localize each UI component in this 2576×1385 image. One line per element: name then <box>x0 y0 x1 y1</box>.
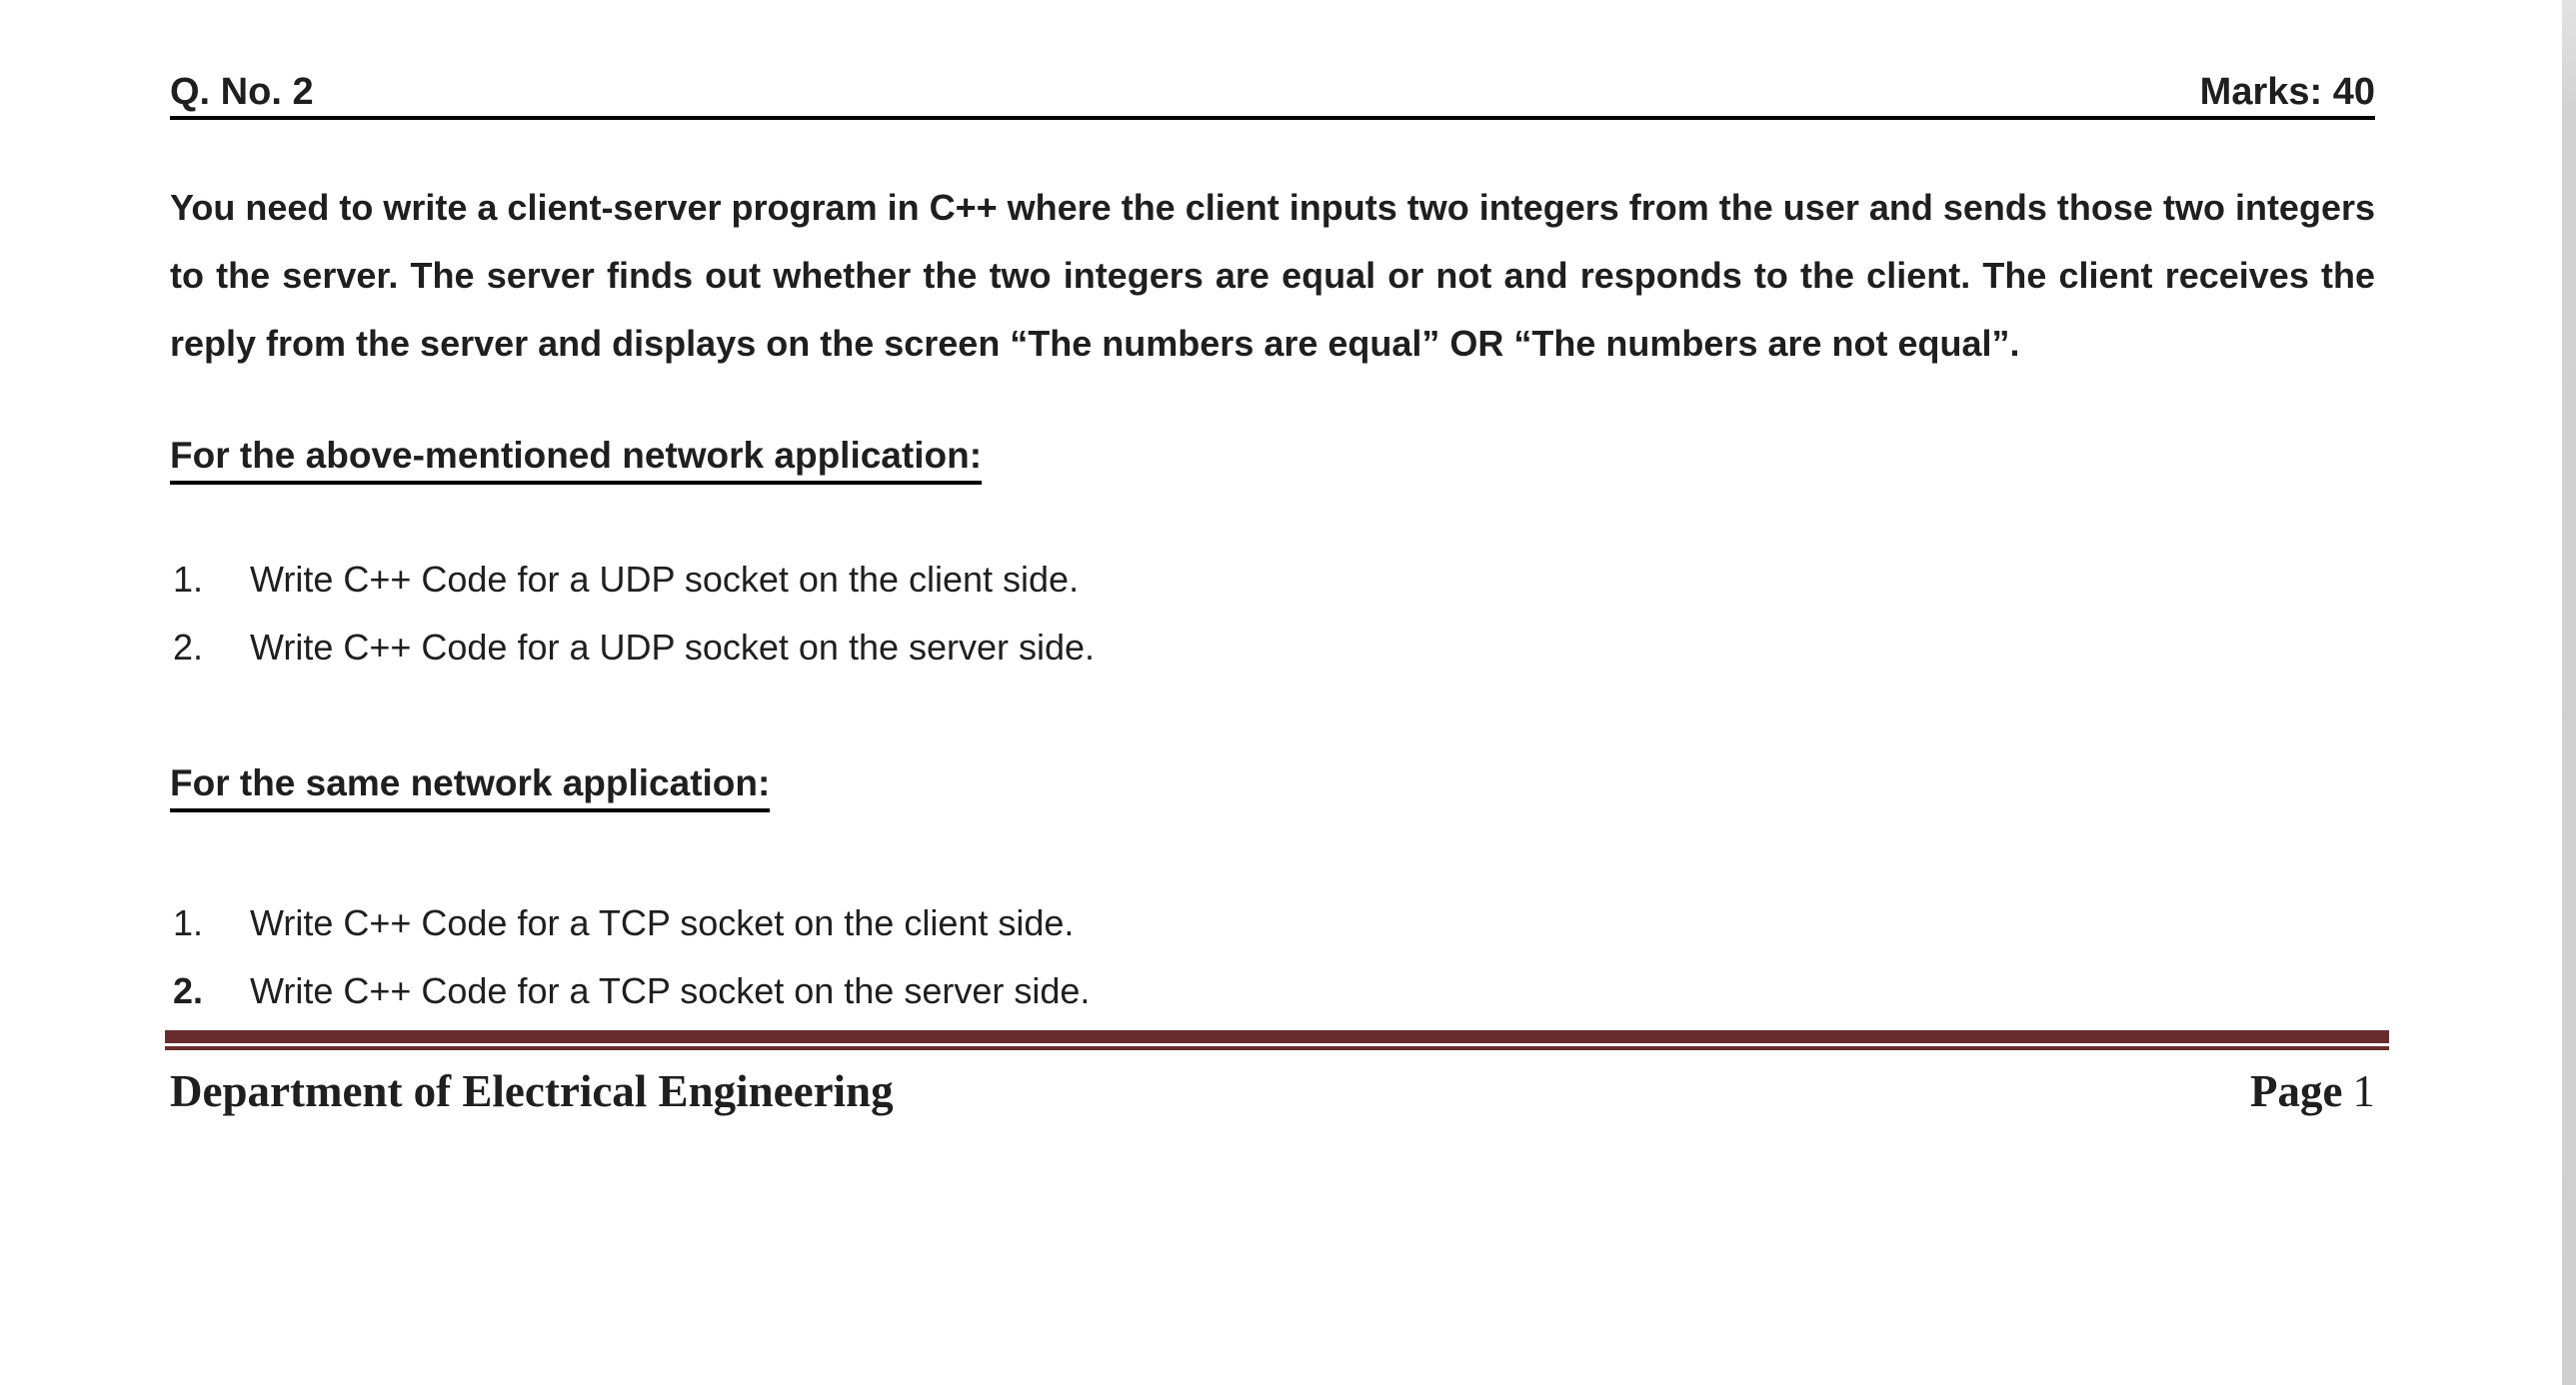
page-label: Page <box>2250 1066 2343 1116</box>
list-item-number: 1. <box>173 559 204 600</box>
list-item: 2. Write C++ Code for a TCP socket on th… <box>170 957 2375 1025</box>
list-item-text: Write C++ Code for a UDP socket on the c… <box>250 559 1080 600</box>
footer-divider-thick-line <box>165 1030 2389 1043</box>
section-heading-udp: For the above-mentioned network applicat… <box>170 433 2375 485</box>
viewer-edge-strip <box>2562 0 2576 1385</box>
footer-divider <box>165 1030 2389 1050</box>
page-number: 1 <box>2352 1066 2376 1116</box>
tcp-task-list: 1. Write C++ Code for a TCP socket on th… <box>170 889 2375 1025</box>
list-item: 1. Write C++ Code for a UDP socket on th… <box>170 546 2375 614</box>
department-name: Department of Electrical Engineering <box>170 1066 894 1116</box>
list-item-number: 1. <box>173 902 204 943</box>
task-description: You need to write a client-server progra… <box>170 187 2375 364</box>
list-item: 2. Write C++ Code for a UDP socket on th… <box>170 614 2375 682</box>
page-footer: Department of Electrical Engineering Pag… <box>170 1063 2375 1119</box>
udp-task-list: 1. Write C++ Code for a UDP socket on th… <box>170 546 2375 682</box>
list-item: 1. Write C++ Code for a TCP socket on th… <box>170 889 2375 957</box>
footer-divider-thin-line <box>165 1046 2389 1050</box>
list-item-text: Write C++ Code for a TCP socket on the s… <box>250 970 1091 1011</box>
question-number: Q. No. 2 <box>170 71 314 113</box>
list-item-text: Write C++ Code for a TCP socket on the c… <box>250 902 1075 943</box>
section-heading-tcp: For the same network application: <box>170 760 2375 812</box>
list-item-number: 2. <box>173 627 204 668</box>
list-item-text: Write C++ Code for a UDP socket on the s… <box>250 627 1096 668</box>
marks-label: Marks: 40 <box>2199 71 2375 113</box>
question-header: Q. No. 2 Marks: 40 <box>170 70 2375 120</box>
list-item-number: 2. <box>173 970 204 1011</box>
